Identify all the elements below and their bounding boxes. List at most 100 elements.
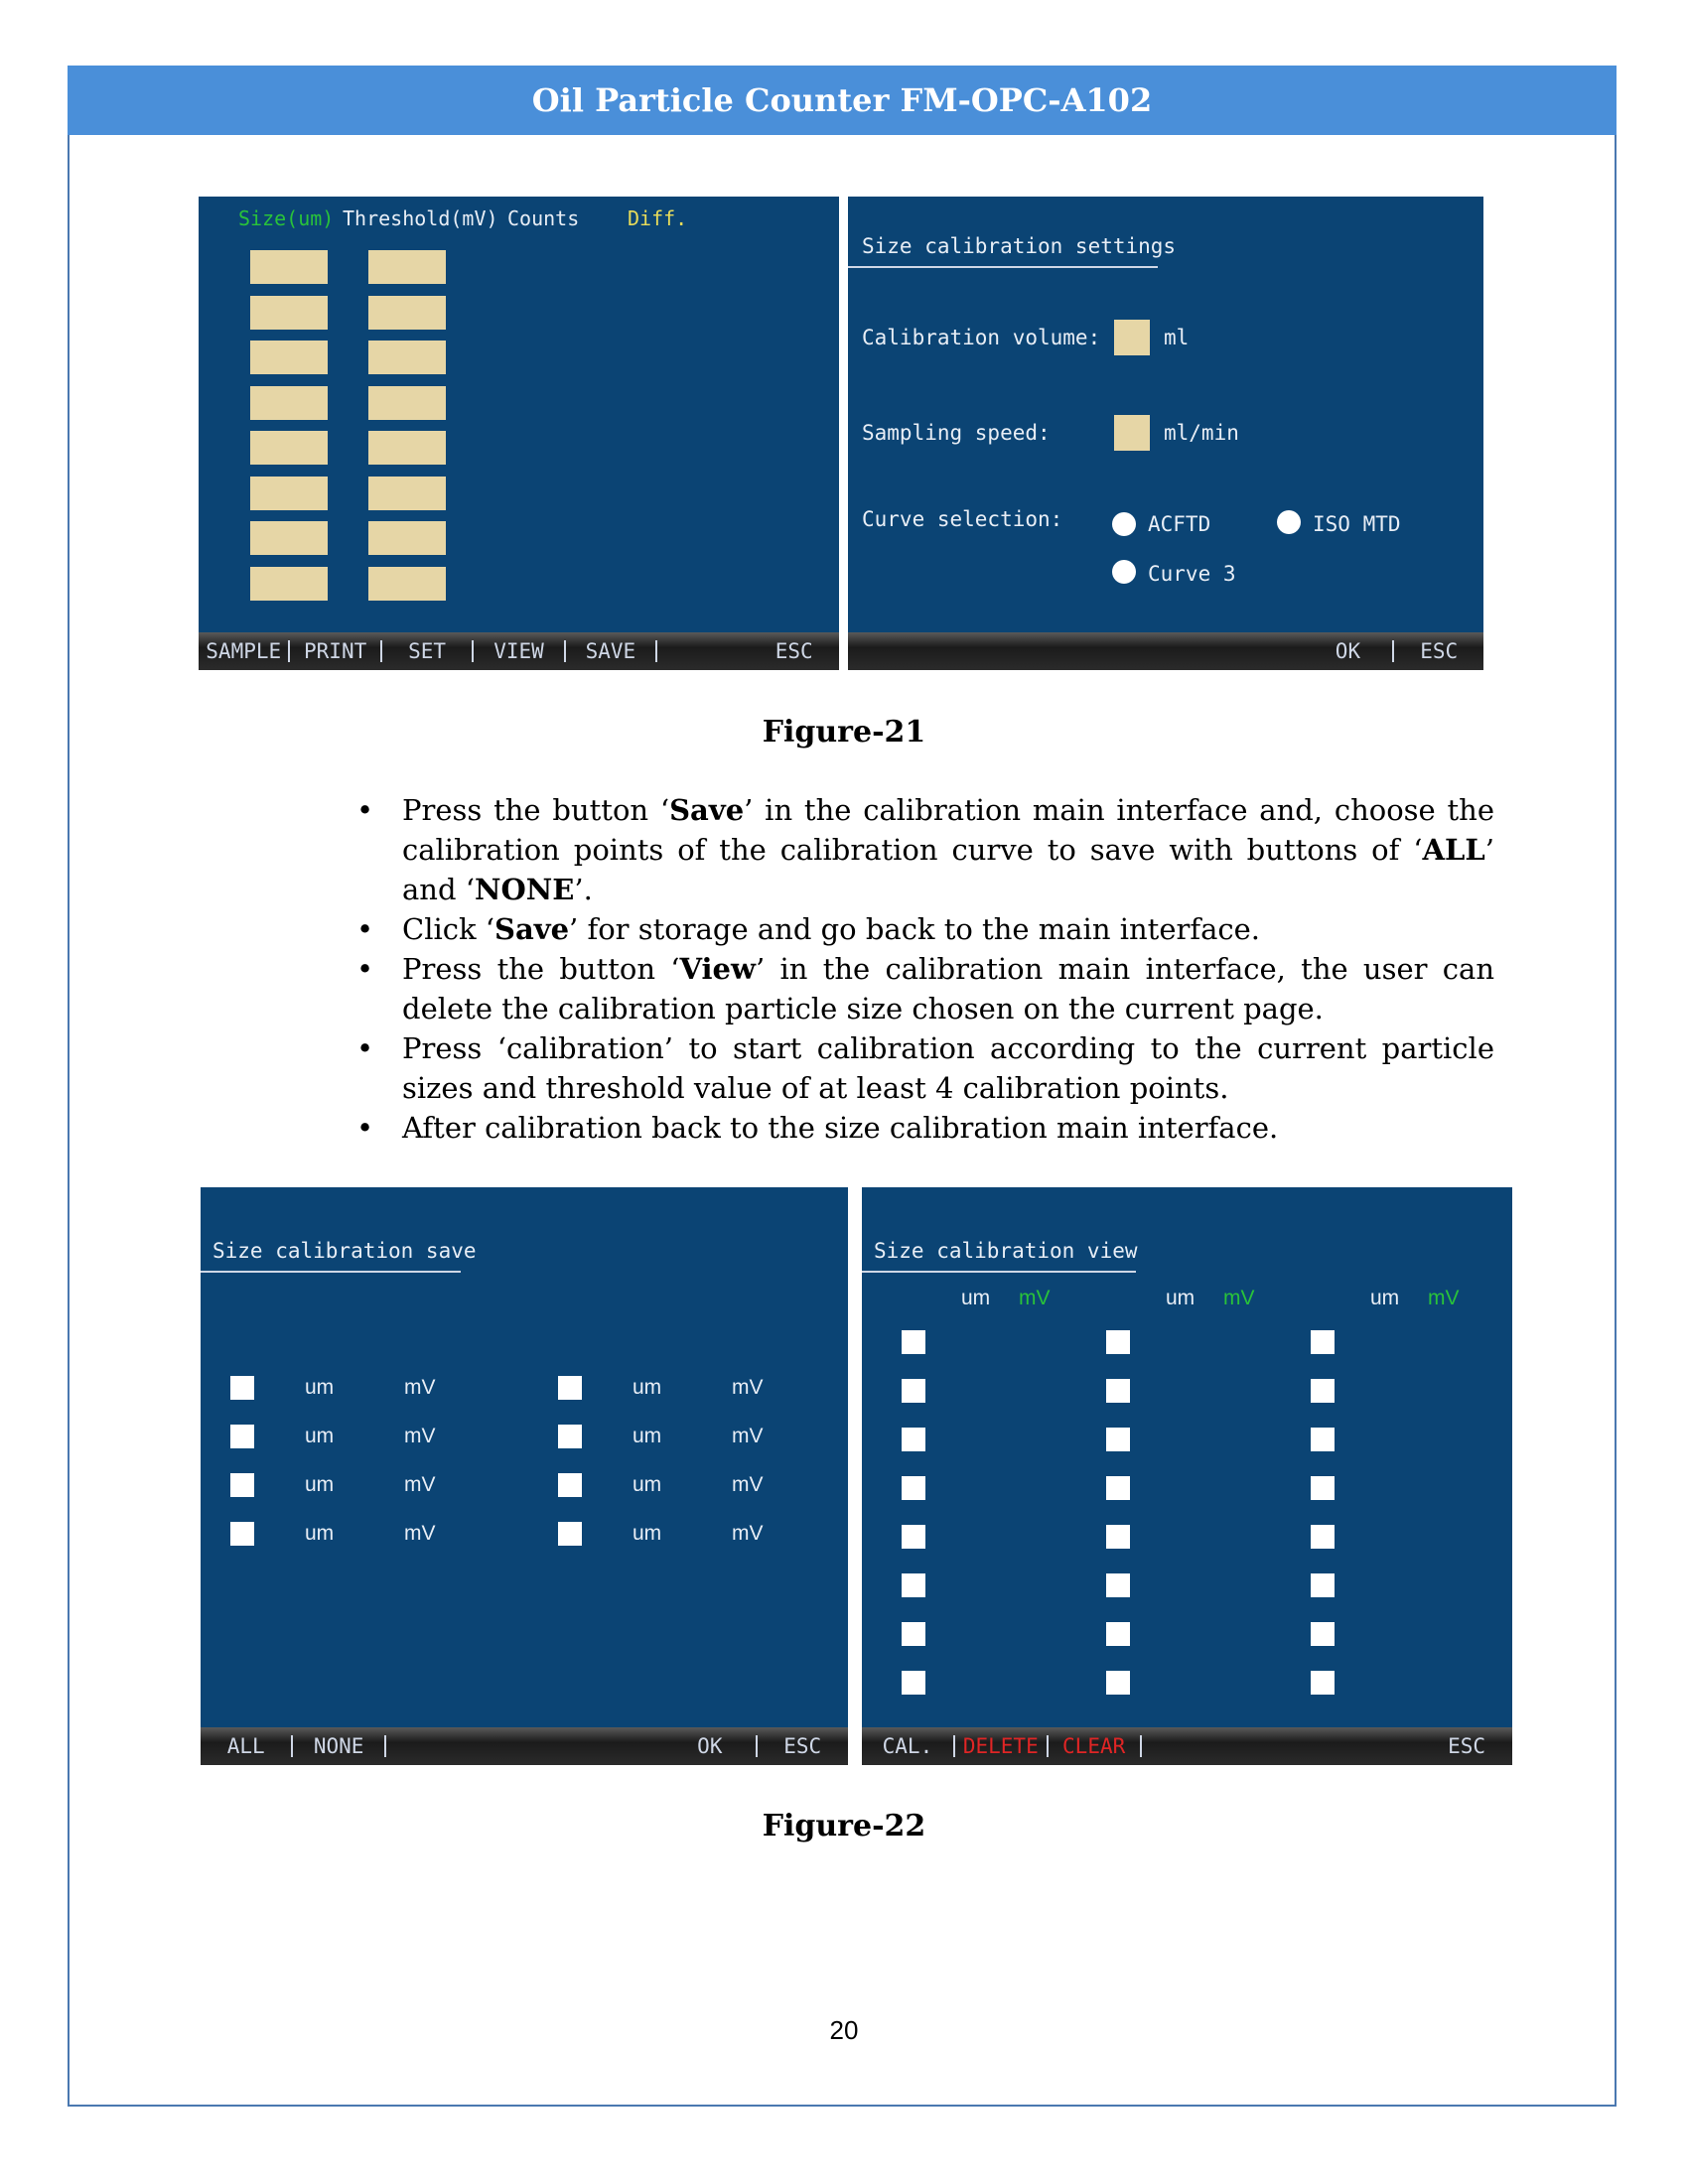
col-threshold-label: Threshold(mV)	[343, 206, 498, 230]
unit-mv: mV	[732, 1376, 764, 1399]
bottom-button[interactable]: OK	[1304, 640, 1395, 662]
unit-mv: mV	[732, 1522, 764, 1545]
unit-mv: mV	[404, 1376, 436, 1399]
calibration-size-checkbox[interactable]	[902, 1525, 925, 1549]
calibration-size-checkbox[interactable]	[1311, 1573, 1335, 1597]
size-field[interactable]	[250, 521, 328, 555]
threshold-field[interactable]	[368, 566, 446, 601]
bottom-button[interactable]: VIEW	[474, 640, 566, 662]
calibration-point-checkbox[interactable]	[558, 1522, 582, 1546]
curve-selection-label: Curve selection:	[862, 507, 1063, 531]
calibration-size-checkbox[interactable]	[1311, 1330, 1335, 1354]
unit-um: um	[1370, 1287, 1400, 1309]
bottom-button[interactable]: ESC	[774, 639, 813, 663]
calibration-size-checkbox[interactable]	[902, 1573, 925, 1597]
unit-mv: mV	[404, 1425, 436, 1447]
unit-mv: mV	[404, 1522, 436, 1545]
calibration-size-checkbox[interactable]	[1311, 1525, 1335, 1549]
threshold-field[interactable]	[368, 476, 446, 510]
calibration-size-checkbox[interactable]	[1106, 1330, 1130, 1354]
threshold-field[interactable]	[368, 295, 446, 330]
threshold-field[interactable]	[368, 431, 446, 465]
size-field[interactable]	[250, 250, 328, 284]
bottom-button[interactable]: ALL	[201, 1735, 294, 1757]
calibration-volume-label: Calibration volume:	[862, 326, 1101, 349]
unit-mv: mV	[732, 1473, 764, 1496]
calibration-size-checkbox[interactable]	[1311, 1428, 1335, 1451]
settings-title: Size calibration settings	[862, 234, 1177, 258]
calibration-size-checkbox[interactable]	[1106, 1476, 1130, 1500]
page-border	[68, 66, 1617, 2107]
unit-mv: mV	[1019, 1287, 1051, 1309]
bottom-button[interactable]: SET	[382, 640, 475, 662]
radio-acftd-label: ACFTD	[1148, 512, 1211, 536]
calibration-size-checkbox[interactable]	[1311, 1671, 1335, 1695]
calibration-point-checkbox[interactable]	[230, 1522, 254, 1546]
bottom-button[interactable]: NONE	[293, 1735, 386, 1757]
bottom-button[interactable]: DELETE	[955, 1735, 1049, 1757]
size-field[interactable]	[250, 476, 328, 510]
size-field[interactable]	[250, 341, 328, 374]
bottom-button[interactable]: ESC	[1448, 1734, 1486, 1758]
unit-mv: mV	[1428, 1287, 1460, 1309]
bottom-button[interactable]: ESC	[1420, 639, 1459, 663]
radio-curve3[interactable]	[1112, 560, 1136, 584]
unit-um: um	[1166, 1287, 1196, 1309]
threshold-field[interactable]	[368, 521, 446, 555]
size-field[interactable]	[250, 295, 328, 330]
calibration-size-checkbox[interactable]	[1311, 1622, 1335, 1646]
calibration-point-checkbox[interactable]	[558, 1473, 582, 1497]
calibration-size-checkbox[interactable]	[902, 1330, 925, 1354]
calibration-size-checkbox[interactable]	[1311, 1379, 1335, 1403]
calibration-size-checkbox[interactable]	[1106, 1428, 1130, 1451]
unit-um: um	[633, 1522, 662, 1545]
radio-iso-mtd[interactable]	[1277, 510, 1301, 534]
threshold-field[interactable]	[368, 341, 446, 374]
bottom-button[interactable]: SAVE	[566, 640, 658, 662]
calibration-size-checkbox[interactable]	[902, 1622, 925, 1646]
calibration-size-checkbox[interactable]	[902, 1428, 925, 1451]
calibration-point-checkbox[interactable]	[558, 1376, 582, 1400]
bottom-button[interactable]: SAMPLE	[199, 640, 291, 662]
figure21-settings-screen: Size calibration settings Calibration vo…	[848, 197, 1483, 670]
page-number: 20	[829, 2015, 859, 2045]
col-size-label: Size(um)	[238, 206, 335, 230]
calibration-point-checkbox[interactable]	[230, 1473, 254, 1497]
calibration-size-checkbox[interactable]	[902, 1379, 925, 1403]
col-diff-label: Diff.	[628, 206, 688, 230]
bottom-button[interactable]: OK	[664, 1735, 758, 1757]
threshold-field[interactable]	[368, 250, 446, 284]
calibration-size-checkbox[interactable]	[1311, 1476, 1335, 1500]
bottom-button[interactable]: ESC	[783, 1734, 822, 1758]
sampling-speed-input[interactable]	[1114, 415, 1150, 451]
calibration-point-checkbox[interactable]	[230, 1376, 254, 1400]
calibration-size-checkbox[interactable]	[1106, 1573, 1130, 1597]
calibration-size-checkbox[interactable]	[1106, 1622, 1130, 1646]
unit-mv: mV	[732, 1425, 764, 1447]
calibration-size-checkbox[interactable]	[902, 1671, 925, 1695]
size-field[interactable]	[250, 385, 328, 420]
calibration-size-checkbox[interactable]	[1106, 1671, 1130, 1695]
calibration-volume-input[interactable]	[1114, 320, 1150, 355]
figure21-threshold-screen: Size(um) Threshold(mV) Counts Diff. SAMP…	[199, 197, 839, 670]
bottom-button[interactable]: CAL.	[862, 1735, 955, 1757]
threshold-field[interactable]	[368, 385, 446, 420]
unit-mv: mV	[1223, 1287, 1255, 1309]
unit-um: um	[633, 1473, 662, 1496]
instruction-list: •Press the button ‘Save’ in the calibrat…	[352, 790, 1494, 1148]
bottom-button[interactable]: PRINT	[290, 640, 382, 662]
radio-curve3-label: Curve 3	[1148, 562, 1236, 586]
calibration-point-checkbox[interactable]	[558, 1425, 582, 1448]
bottom-button[interactable]: CLEAR	[1049, 1735, 1142, 1757]
size-field[interactable]	[250, 431, 328, 465]
radio-acftd[interactable]	[1112, 512, 1136, 536]
list-item: •Click ‘Save’ for storage and go back to…	[356, 912, 1261, 946]
size-field[interactable]	[250, 566, 328, 601]
calibration-point-checkbox[interactable]	[230, 1425, 254, 1448]
calibration-size-checkbox[interactable]	[1106, 1525, 1130, 1549]
calibration-size-checkbox[interactable]	[1106, 1379, 1130, 1403]
unit-um: um	[305, 1376, 335, 1399]
calibration-size-checkbox[interactable]	[902, 1476, 925, 1500]
